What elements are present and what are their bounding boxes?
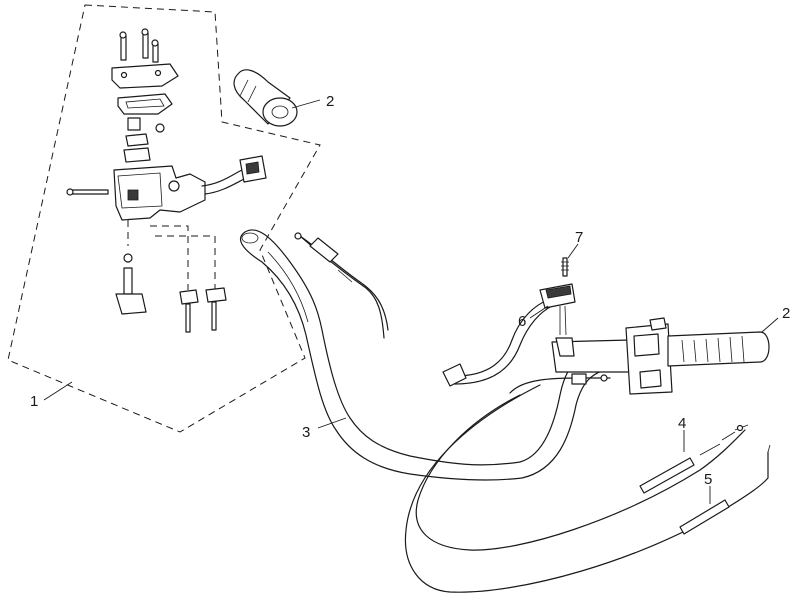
callout-2-left: 2 (326, 93, 334, 110)
handlebar-tube (240, 229, 633, 481)
left-switch-assembly (66, 28, 267, 333)
leader-6 (529, 305, 549, 319)
wire-harness-6 (442, 283, 576, 387)
callout-3: 3 (302, 424, 310, 441)
right-grip (667, 331, 770, 367)
right-cable-to-switch (509, 373, 611, 394)
callout-7: 7 (575, 229, 583, 246)
cable-5 (404, 384, 771, 593)
leader-7 (567, 243, 579, 259)
screw-7 (561, 257, 569, 277)
callout-1: 1 (30, 393, 38, 410)
leader-1 (43, 381, 73, 401)
callout-4: 4 (678, 415, 686, 432)
leader-3 (317, 417, 347, 429)
callout-6: 6 (518, 313, 526, 330)
assembly-1-boundary (7, 4, 321, 433)
leader-2-left (291, 99, 321, 109)
cable-4 (415, 394, 749, 551)
callout-2-right: 2 (782, 305, 790, 322)
left-grip (233, 69, 298, 127)
callout-5: 5 (704, 471, 712, 488)
leader-2-right (761, 317, 779, 333)
leader-lines (43, 99, 779, 504)
right-switch-housing (551, 317, 673, 395)
cable-run (294, 232, 389, 339)
